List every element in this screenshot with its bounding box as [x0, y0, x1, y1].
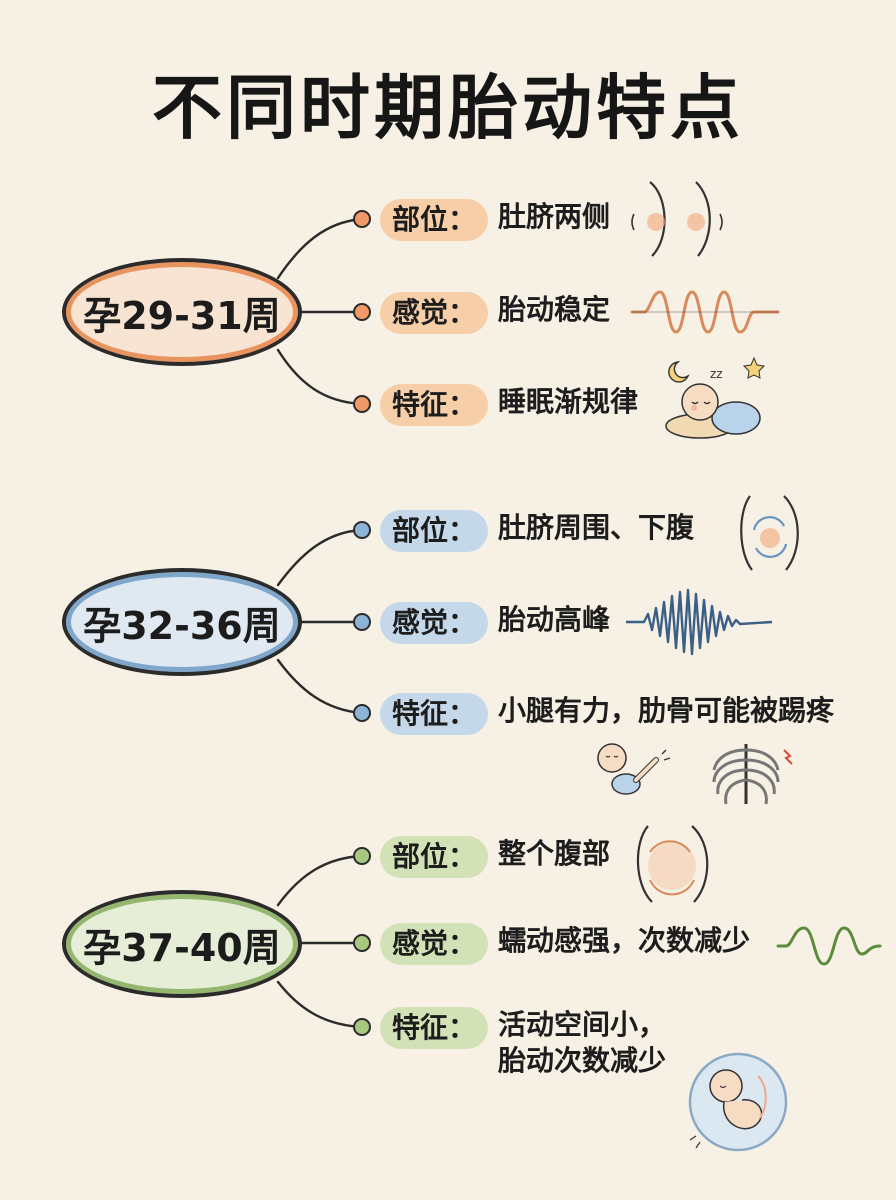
stage-3-item-1: 部位： 整个腹部 — [380, 836, 610, 878]
connector-3-1 — [278, 856, 362, 905]
whole-belly-icon — [622, 822, 722, 904]
item-value: 睡眠渐规律 — [498, 384, 638, 420]
connector-3-3 — [278, 982, 362, 1027]
ribcage-icon — [706, 740, 798, 810]
connector-2-1 — [278, 530, 362, 585]
node-dot-2-2 — [354, 614, 370, 630]
svg-text:zz: zz — [710, 367, 723, 381]
tag-label: 部位： — [380, 199, 488, 241]
node-dot-3-2 — [354, 935, 370, 951]
node-dot-3-3 — [354, 1019, 370, 1035]
item-value: 肚脐周围、下腹 — [498, 510, 694, 546]
sleeping-baby-icon: zz — [660, 352, 770, 444]
peak-wave-icon — [624, 582, 774, 662]
kicking-baby-icon — [592, 740, 672, 810]
stage-1-item-3: 特征： 睡眠渐规律 — [380, 384, 638, 426]
tag-label: 特征： — [380, 693, 488, 735]
stage-3-item-2: 感觉： 蠕动感强，次数减少 — [380, 923, 750, 965]
stage-1-item-1: 部位： 肚脐两侧 — [380, 199, 610, 241]
node-dot-2-1 — [354, 522, 370, 538]
tag-label: 部位： — [380, 836, 488, 878]
item-value-line1: 活动空间小， — [498, 1007, 666, 1043]
fetus-in-womb-icon — [680, 1046, 800, 1156]
item-value: 蠕动感强，次数减少 — [498, 923, 750, 959]
stage-oval-3: 孕37-40周 — [62, 890, 302, 998]
tag-label: 感觉： — [380, 292, 488, 334]
stage-1-item-2: 感觉： 胎动稳定 — [380, 292, 610, 334]
node-dot-1-1 — [354, 211, 370, 227]
node-dot-1-3 — [354, 396, 370, 412]
stage-label-2: 孕32-36周 — [83, 595, 281, 650]
tag-label: 特征： — [380, 384, 488, 426]
node-dot-3-1 — [354, 848, 370, 864]
item-value-line2: 胎动次数减少 — [498, 1043, 666, 1079]
item-value: 胎动稳定 — [498, 292, 610, 328]
tag-label: 部位： — [380, 510, 488, 552]
stage-oval-1: 孕29-31周 — [62, 258, 302, 366]
connector-2-3 — [278, 660, 362, 713]
item-value: 小腿有力，肋骨可能被踢疼 — [498, 693, 834, 729]
connector-1-3 — [278, 350, 362, 404]
connector-1-1 — [278, 219, 362, 278]
belly-around-icon — [726, 492, 806, 574]
item-value: 整个腹部 — [498, 836, 610, 872]
stage-label-3: 孕37-40周 — [83, 917, 281, 972]
stage-2-item-1: 部位： 肚脐周围、下腹 — [380, 510, 694, 552]
stage-3-item-3: 特征： 活动空间小， 胎动次数减少 — [380, 1007, 666, 1079]
item-value: 胎动高峰 — [498, 602, 610, 638]
stage-2-item-3: 特征： 小腿有力，肋骨可能被踢疼 — [380, 693, 834, 735]
item-value: 活动空间小， 胎动次数减少 — [498, 1007, 666, 1079]
steady-wave-icon — [630, 288, 780, 336]
belly-side-icon — [628, 178, 728, 260]
tag-label: 感觉： — [380, 602, 488, 644]
tag-label: 感觉： — [380, 923, 488, 965]
node-dot-1-2 — [354, 304, 370, 320]
stage-2-item-2: 感觉： 胎动高峰 — [380, 602, 610, 644]
item-value: 肚脐两侧 — [498, 199, 610, 235]
slow-wave-icon — [776, 922, 882, 968]
node-dot-2-3 — [354, 705, 370, 721]
stage-oval-2: 孕32-36周 — [62, 568, 302, 676]
stage-label-1: 孕29-31周 — [83, 285, 281, 340]
tag-label: 特征： — [380, 1007, 488, 1049]
